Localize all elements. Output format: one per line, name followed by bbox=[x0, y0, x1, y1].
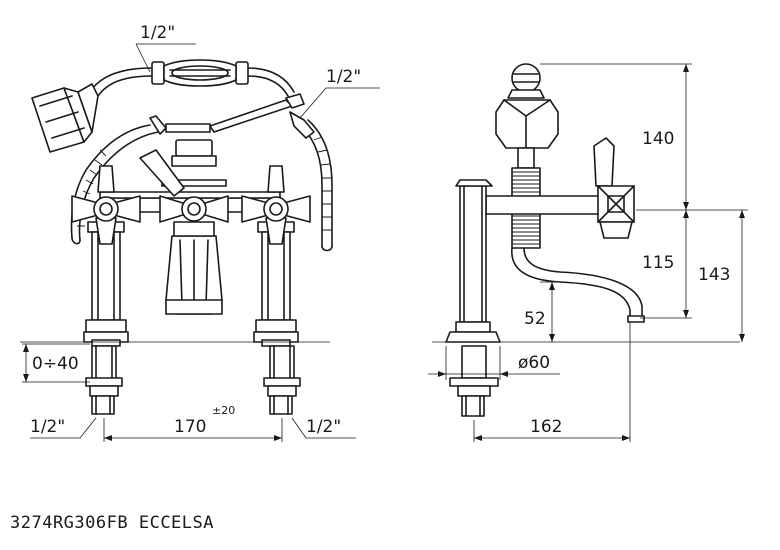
dim-base-diameter: ø60 bbox=[518, 353, 550, 373]
dim-thread-top-left: 1/2" bbox=[140, 23, 175, 43]
side-body bbox=[445, 167, 601, 343]
front-view bbox=[20, 59, 333, 415]
dim-adjust-range: 0÷40 bbox=[32, 354, 79, 374]
central-body bbox=[99, 139, 281, 315]
side-shower-head bbox=[495, 63, 559, 169]
dim-centers: 170 bbox=[174, 417, 206, 437]
side-tap bbox=[593, 137, 635, 239]
dim-height-upper: 140 bbox=[642, 129, 674, 149]
product-name: ECCELSA bbox=[138, 513, 214, 533]
dim-thread-bottom-right: 1/2" bbox=[306, 417, 341, 437]
left-shank bbox=[85, 345, 123, 415]
dim-thread-bottom-left: 1/2" bbox=[30, 417, 65, 437]
dim-thread-top-right: 1/2" bbox=[326, 67, 361, 87]
left-tap bbox=[71, 165, 141, 347]
dim-height-total: 143 bbox=[698, 265, 730, 285]
side-view bbox=[432, 63, 740, 417]
product-caption: 3274RG306FB ECCELSA bbox=[10, 513, 214, 533]
right-shank bbox=[263, 345, 301, 415]
side-shank bbox=[449, 345, 499, 417]
product-code: 3274RG306FB bbox=[10, 513, 129, 533]
shower-cradle bbox=[89, 59, 315, 139]
dim-projection: 162 bbox=[530, 417, 562, 437]
dim-spout-height: 52 bbox=[524, 309, 546, 329]
dim-height-middle: 115 bbox=[642, 253, 674, 273]
center-tap bbox=[159, 195, 229, 223]
dimensions: 1/2" 1/2" 0÷40 1/2" 170 ±20 1/2" 140 115… bbox=[22, 23, 748, 442]
shower-head bbox=[31, 83, 99, 153]
dim-centers-tolerance: ±20 bbox=[212, 404, 235, 417]
